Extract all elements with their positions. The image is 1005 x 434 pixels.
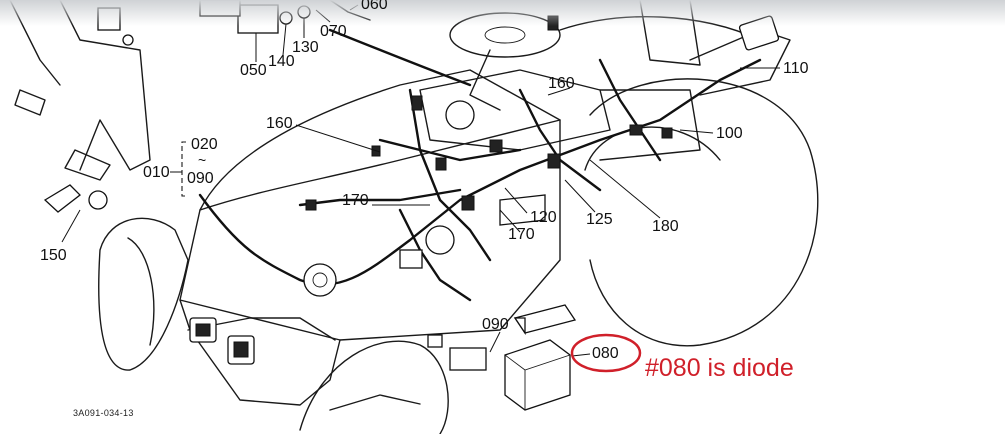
left-front-tire-tread xyxy=(127,237,155,346)
callout-140: 140 xyxy=(268,53,295,70)
right-front-tire xyxy=(299,340,449,434)
callout-090-range: 090 xyxy=(187,170,214,187)
part-120-bracket xyxy=(499,194,546,226)
part-090-plug xyxy=(427,334,443,348)
callout-130: 130 xyxy=(292,39,319,56)
part-150-switch xyxy=(43,184,81,213)
connector xyxy=(547,153,561,169)
connector xyxy=(435,157,447,171)
right-rear-tire-inner xyxy=(584,126,721,171)
part-050-relay xyxy=(237,4,279,34)
callout-090-part: 090 xyxy=(482,316,509,333)
callout-bracket xyxy=(181,141,186,197)
harness-branch-3 xyxy=(408,88,492,262)
callout-180: 180 xyxy=(652,218,679,235)
part-130-nut xyxy=(297,5,311,19)
harness-branch-1 xyxy=(378,138,522,162)
callout-050: 050 xyxy=(240,62,267,79)
callout-060: 060 xyxy=(361,0,388,13)
callout-120: 120 xyxy=(530,209,557,226)
front-axle xyxy=(329,394,421,411)
steering-column xyxy=(469,49,501,111)
switch-block xyxy=(97,7,121,31)
connectors xyxy=(305,15,673,211)
right-rear-tire xyxy=(589,78,819,347)
part-150-knob xyxy=(88,190,108,210)
figure-code: 3A091-034-13 xyxy=(73,408,134,418)
left-front-tire xyxy=(98,217,189,371)
rear-frame xyxy=(599,89,701,161)
fender-right xyxy=(689,29,791,96)
callout-150: 150 xyxy=(40,247,67,264)
callout-170-upper: 170 xyxy=(342,192,369,209)
part-090-relay xyxy=(449,347,487,371)
harness-branch-6 xyxy=(328,28,472,87)
left-headlight-lens xyxy=(195,323,211,337)
engine-block-part xyxy=(399,249,423,269)
steering-wheel xyxy=(449,12,561,58)
right-headlight-lens xyxy=(233,341,249,358)
callout-170-lower: 170 xyxy=(508,226,535,243)
harness-branch-2 xyxy=(298,188,462,207)
seat-back xyxy=(639,0,701,66)
front-panel xyxy=(187,317,336,341)
alternator-hub xyxy=(312,272,328,288)
part-080-diode-edge xyxy=(504,354,571,410)
harness-branch-7 xyxy=(398,208,472,302)
connector xyxy=(461,195,475,211)
hood-outline xyxy=(179,69,561,341)
callout-080: 080 xyxy=(592,345,619,362)
pedal-bracket xyxy=(59,0,151,171)
bolt xyxy=(122,34,134,46)
callout-160-left: 160 xyxy=(266,115,293,132)
part-080-diode xyxy=(504,339,571,411)
alternator xyxy=(303,263,337,297)
bracket-arm xyxy=(14,89,46,116)
rear-tire-top-arc xyxy=(559,16,761,41)
harness-main xyxy=(198,58,762,286)
harness-branch-5 xyxy=(598,58,662,162)
connector xyxy=(629,124,643,136)
callout-020: 020 xyxy=(191,136,218,153)
callout-110: 110 xyxy=(783,60,809,77)
grille-front xyxy=(179,299,341,406)
mount-plate xyxy=(9,0,61,86)
connector xyxy=(489,139,503,153)
part-050-plug xyxy=(199,0,241,17)
callout-100: 100 xyxy=(716,125,743,142)
connector xyxy=(411,95,423,111)
callout-010: 010 xyxy=(143,164,170,181)
callout-070: 070 xyxy=(320,23,347,40)
callout-160-upper: 160 xyxy=(548,75,575,92)
hood-top xyxy=(199,119,561,211)
callout-range-tilde: ~ xyxy=(198,152,207,168)
highlight-circle xyxy=(570,333,642,373)
steering-hub xyxy=(484,26,526,44)
callout-125: 125 xyxy=(586,211,613,228)
part-090-top xyxy=(513,317,526,336)
harness-branch-4 xyxy=(518,88,602,192)
starter xyxy=(425,225,455,255)
lower-bracket xyxy=(64,149,111,181)
dash-panel xyxy=(419,69,611,151)
part-140-washer xyxy=(279,11,293,25)
fuse-box xyxy=(738,15,780,51)
gauge-cluster xyxy=(445,100,475,130)
diode-annotation: #080 is diode xyxy=(645,354,794,382)
connector xyxy=(547,15,559,31)
connector xyxy=(305,199,317,211)
connector xyxy=(661,127,673,139)
